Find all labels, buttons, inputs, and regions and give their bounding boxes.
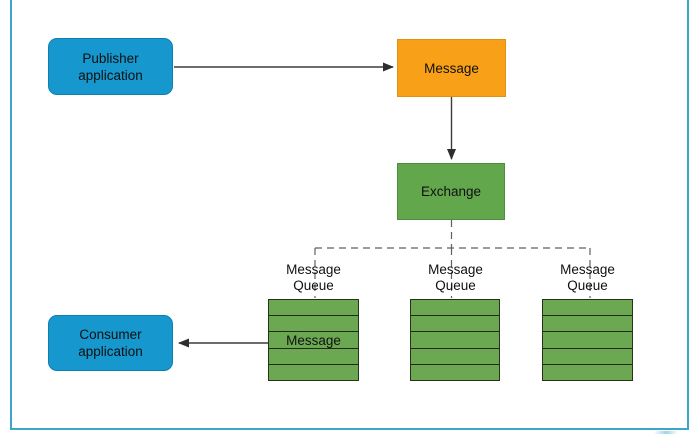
publisher-application-node: Publisher application	[48, 38, 173, 95]
consumer-application-node: Consumer application	[48, 315, 173, 371]
queue-row	[411, 315, 499, 332]
queue-row	[411, 331, 499, 348]
queue-row	[269, 347, 358, 364]
queue-row	[543, 347, 632, 364]
queue1-label: Message Queue	[286, 262, 341, 293]
queue-row	[269, 300, 358, 316]
exchange-node: Exchange	[397, 163, 505, 220]
queue2-label: Message Queue	[428, 262, 483, 293]
queue-row	[543, 363, 632, 381]
queue-row	[543, 300, 632, 316]
queue-row: Message	[269, 331, 358, 348]
queue-row	[269, 363, 358, 381]
queue-row	[543, 331, 632, 348]
message-queue-2	[410, 299, 500, 381]
queue3-label: Message Queue	[560, 262, 615, 293]
queue-row	[543, 315, 632, 332]
queue-row	[411, 347, 499, 364]
corner-smudge	[654, 431, 678, 434]
queue-row	[411, 300, 499, 316]
message-queue-3	[542, 299, 633, 381]
frame-border-right	[687, 0, 689, 429]
frame-border-left	[10, 0, 12, 429]
frame-border-bottom	[10, 428, 689, 430]
message-queue-1: Message	[268, 299, 359, 381]
queue-row	[269, 315, 358, 332]
message-node: Message	[397, 39, 506, 97]
queue-row	[411, 363, 499, 381]
